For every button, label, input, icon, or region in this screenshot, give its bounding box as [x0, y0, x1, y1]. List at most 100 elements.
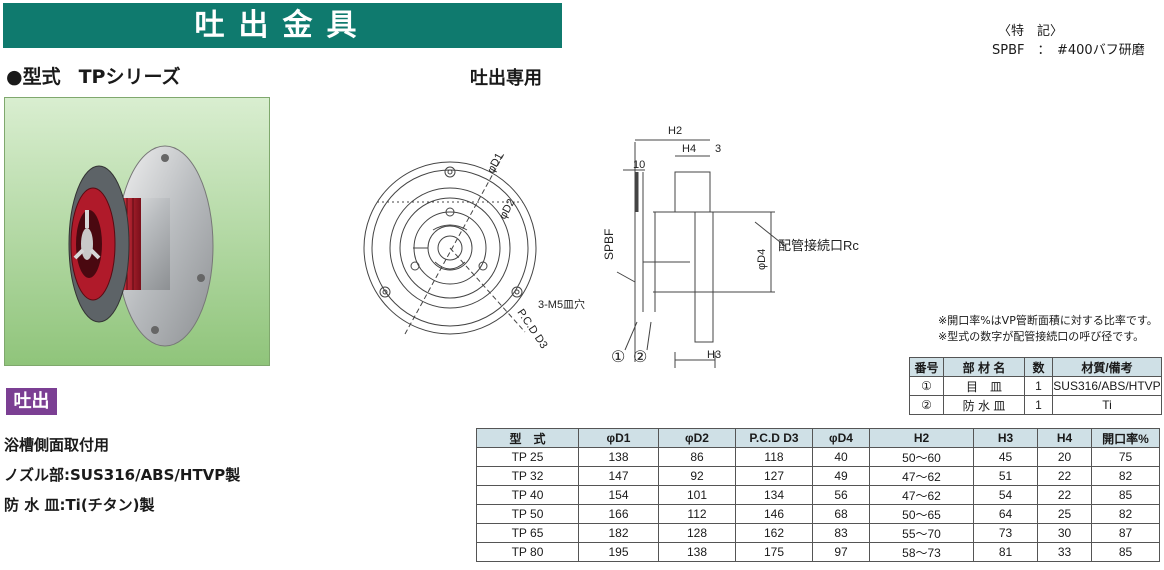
- spec-header-row: 型 式 φD1 φD2 P.C.D D3 φD4 H2 H3 H4 開口率%: [476, 428, 1160, 448]
- spec-cell: 118: [735, 447, 813, 467]
- label-dim10: 10: [633, 159, 645, 171]
- spec-cell: 22: [1037, 485, 1092, 505]
- spec-cell: 73: [973, 523, 1038, 543]
- label-spbf: SPBF: [602, 229, 616, 260]
- screw-hole: [379, 286, 391, 298]
- label-h3: H3: [707, 349, 721, 361]
- special-note-heading: 〈特 記〉: [998, 24, 1064, 39]
- spec-cell: 112: [658, 504, 736, 524]
- spec-cell: TP 80: [476, 542, 579, 562]
- nozzle-material: ノズル部:SUS316/ABS/HTVP製: [4, 466, 241, 484]
- spec-cell: 195: [578, 542, 659, 562]
- spec-cell: 30: [1037, 523, 1092, 543]
- parts-cell: Ti: [1052, 395, 1162, 415]
- spec-cell: 83: [812, 523, 870, 543]
- parts-cell: 目 皿: [943, 376, 1025, 396]
- parts-cell: 1: [1024, 376, 1053, 396]
- spec-header-cell: H4: [1037, 428, 1092, 448]
- spec-cell: 134: [735, 485, 813, 505]
- spec-cell: 86: [658, 447, 736, 467]
- parts-header-cell: 数: [1024, 357, 1053, 377]
- spec-cell: 127: [735, 466, 813, 486]
- notes: ※開口率%はVP管断面積に対する比率です。 ※型式の数字が配管接続口の呼び径です…: [938, 313, 1158, 345]
- spec-cell: 50～65: [869, 504, 974, 524]
- mount-description: 浴槽側面取付用: [4, 436, 110, 454]
- spec-cell: 50～60: [869, 447, 974, 467]
- spec-cell: 20: [1037, 447, 1092, 467]
- parts-cell: ①: [909, 376, 944, 396]
- spec-header-cell: 型 式: [476, 428, 579, 448]
- parts-header-row: 番号 部 材 名 数 材質/備考: [909, 357, 1162, 377]
- spec-cell: 49: [812, 466, 870, 486]
- spec-cell: TP 65: [476, 523, 579, 543]
- product-photo: [4, 97, 270, 366]
- spec-cell: 87: [1091, 523, 1160, 543]
- spec-cell: 56: [812, 485, 870, 505]
- spec-cell: 75: [1091, 447, 1160, 467]
- label-part2: ②: [633, 349, 647, 366]
- model-line: ●型式 TPシリーズ: [6, 62, 181, 89]
- spec-cell: TP 32: [476, 466, 579, 486]
- spec-cell: 138: [658, 542, 736, 562]
- table-row: ① 目 皿 1 SUS316/ABS/HTVP: [909, 376, 1162, 396]
- spec-cell: 47～62: [869, 485, 974, 505]
- spec-cell: 154: [578, 485, 659, 505]
- spec-cell: 175: [735, 542, 813, 562]
- spec-header-cell: H3: [973, 428, 1038, 448]
- front-outer-circle: [363, 161, 537, 335]
- spec-cell: 82: [1091, 466, 1160, 486]
- parts-cell: ②: [909, 395, 944, 415]
- spec-cell: TP 40: [476, 485, 579, 505]
- screw-hole: [444, 166, 456, 178]
- label-d4: φD4: [756, 249, 768, 270]
- spec-cell: 182: [578, 523, 659, 543]
- spec-header-cell: φD1: [578, 428, 659, 448]
- spec-header-cell: φD2: [658, 428, 736, 448]
- spec-cell: 138: [578, 447, 659, 467]
- spec-cell: 81: [973, 542, 1038, 562]
- special-note-value: SPBF ： #400バフ研磨: [992, 43, 1145, 58]
- spec-cell: 47～62: [869, 466, 974, 486]
- spec-cell: 85: [1091, 485, 1160, 505]
- spec-cell: 58～73: [869, 542, 974, 562]
- note-opening-ratio: ※開口率%はVP管断面積に対する比率です。: [938, 314, 1158, 327]
- spec-header-cell: 開口率%: [1091, 428, 1160, 448]
- washer-material: 防 水 皿:Ti(チタン)製: [4, 496, 155, 514]
- technical-drawing: φD1 φD2 3-M5皿穴 P.C.D D3 H2 H4 3 10 SPBF …: [363, 125, 859, 368]
- spec-header-cell: φD4: [812, 428, 870, 448]
- label-d1: φD1: [485, 151, 506, 175]
- label-pipe: 配管接続口Rc: [778, 238, 859, 253]
- series-name: TPシリーズ: [78, 66, 181, 88]
- product-illustration: [5, 98, 269, 365]
- parts-header-cell: 材質/備考: [1052, 357, 1162, 377]
- label-pcd: P.C.D D3: [515, 307, 550, 351]
- note-model-number: ※型式の数字が配管接続口の呼び径です。: [938, 330, 1145, 343]
- spec-cell: 64: [973, 504, 1038, 524]
- spec-cell: 68: [812, 504, 870, 524]
- parts-table: 番号 部 材 名 数 材質/備考 ① 目 皿 1 SUS316/ABS/HTVP…: [909, 357, 1162, 415]
- parts-header-cell: 番号: [909, 357, 944, 377]
- special-note: 〈特 記〉 SPBF ： #400バフ研磨: [992, 22, 1145, 60]
- spec-cell: 22: [1037, 466, 1092, 486]
- spec-cell: 82: [1091, 504, 1160, 524]
- label-part1: ①: [611, 349, 625, 366]
- spec-header-cell: H2: [869, 428, 974, 448]
- spec-cell: TP 25: [476, 447, 579, 467]
- spec-table: 型 式 φD1 φD2 P.C.D D3 φD4 H2 H3 H4 開口率% T…: [476, 428, 1160, 562]
- label-h2: H2: [668, 125, 682, 137]
- spec-cell: 166: [578, 504, 659, 524]
- spec-cell: 128: [658, 523, 736, 543]
- spec-cell: 101: [658, 485, 736, 505]
- spec-header-cell: P.C.D D3: [735, 428, 813, 448]
- spec-cell: TP 50: [476, 504, 579, 524]
- label-h4: H4: [682, 143, 696, 155]
- model-label: ●型式: [6, 66, 61, 88]
- usage-label: 吐出専用: [470, 68, 542, 89]
- spec-cell: 33: [1037, 542, 1092, 562]
- label-holes: 3-M5皿穴: [538, 297, 585, 311]
